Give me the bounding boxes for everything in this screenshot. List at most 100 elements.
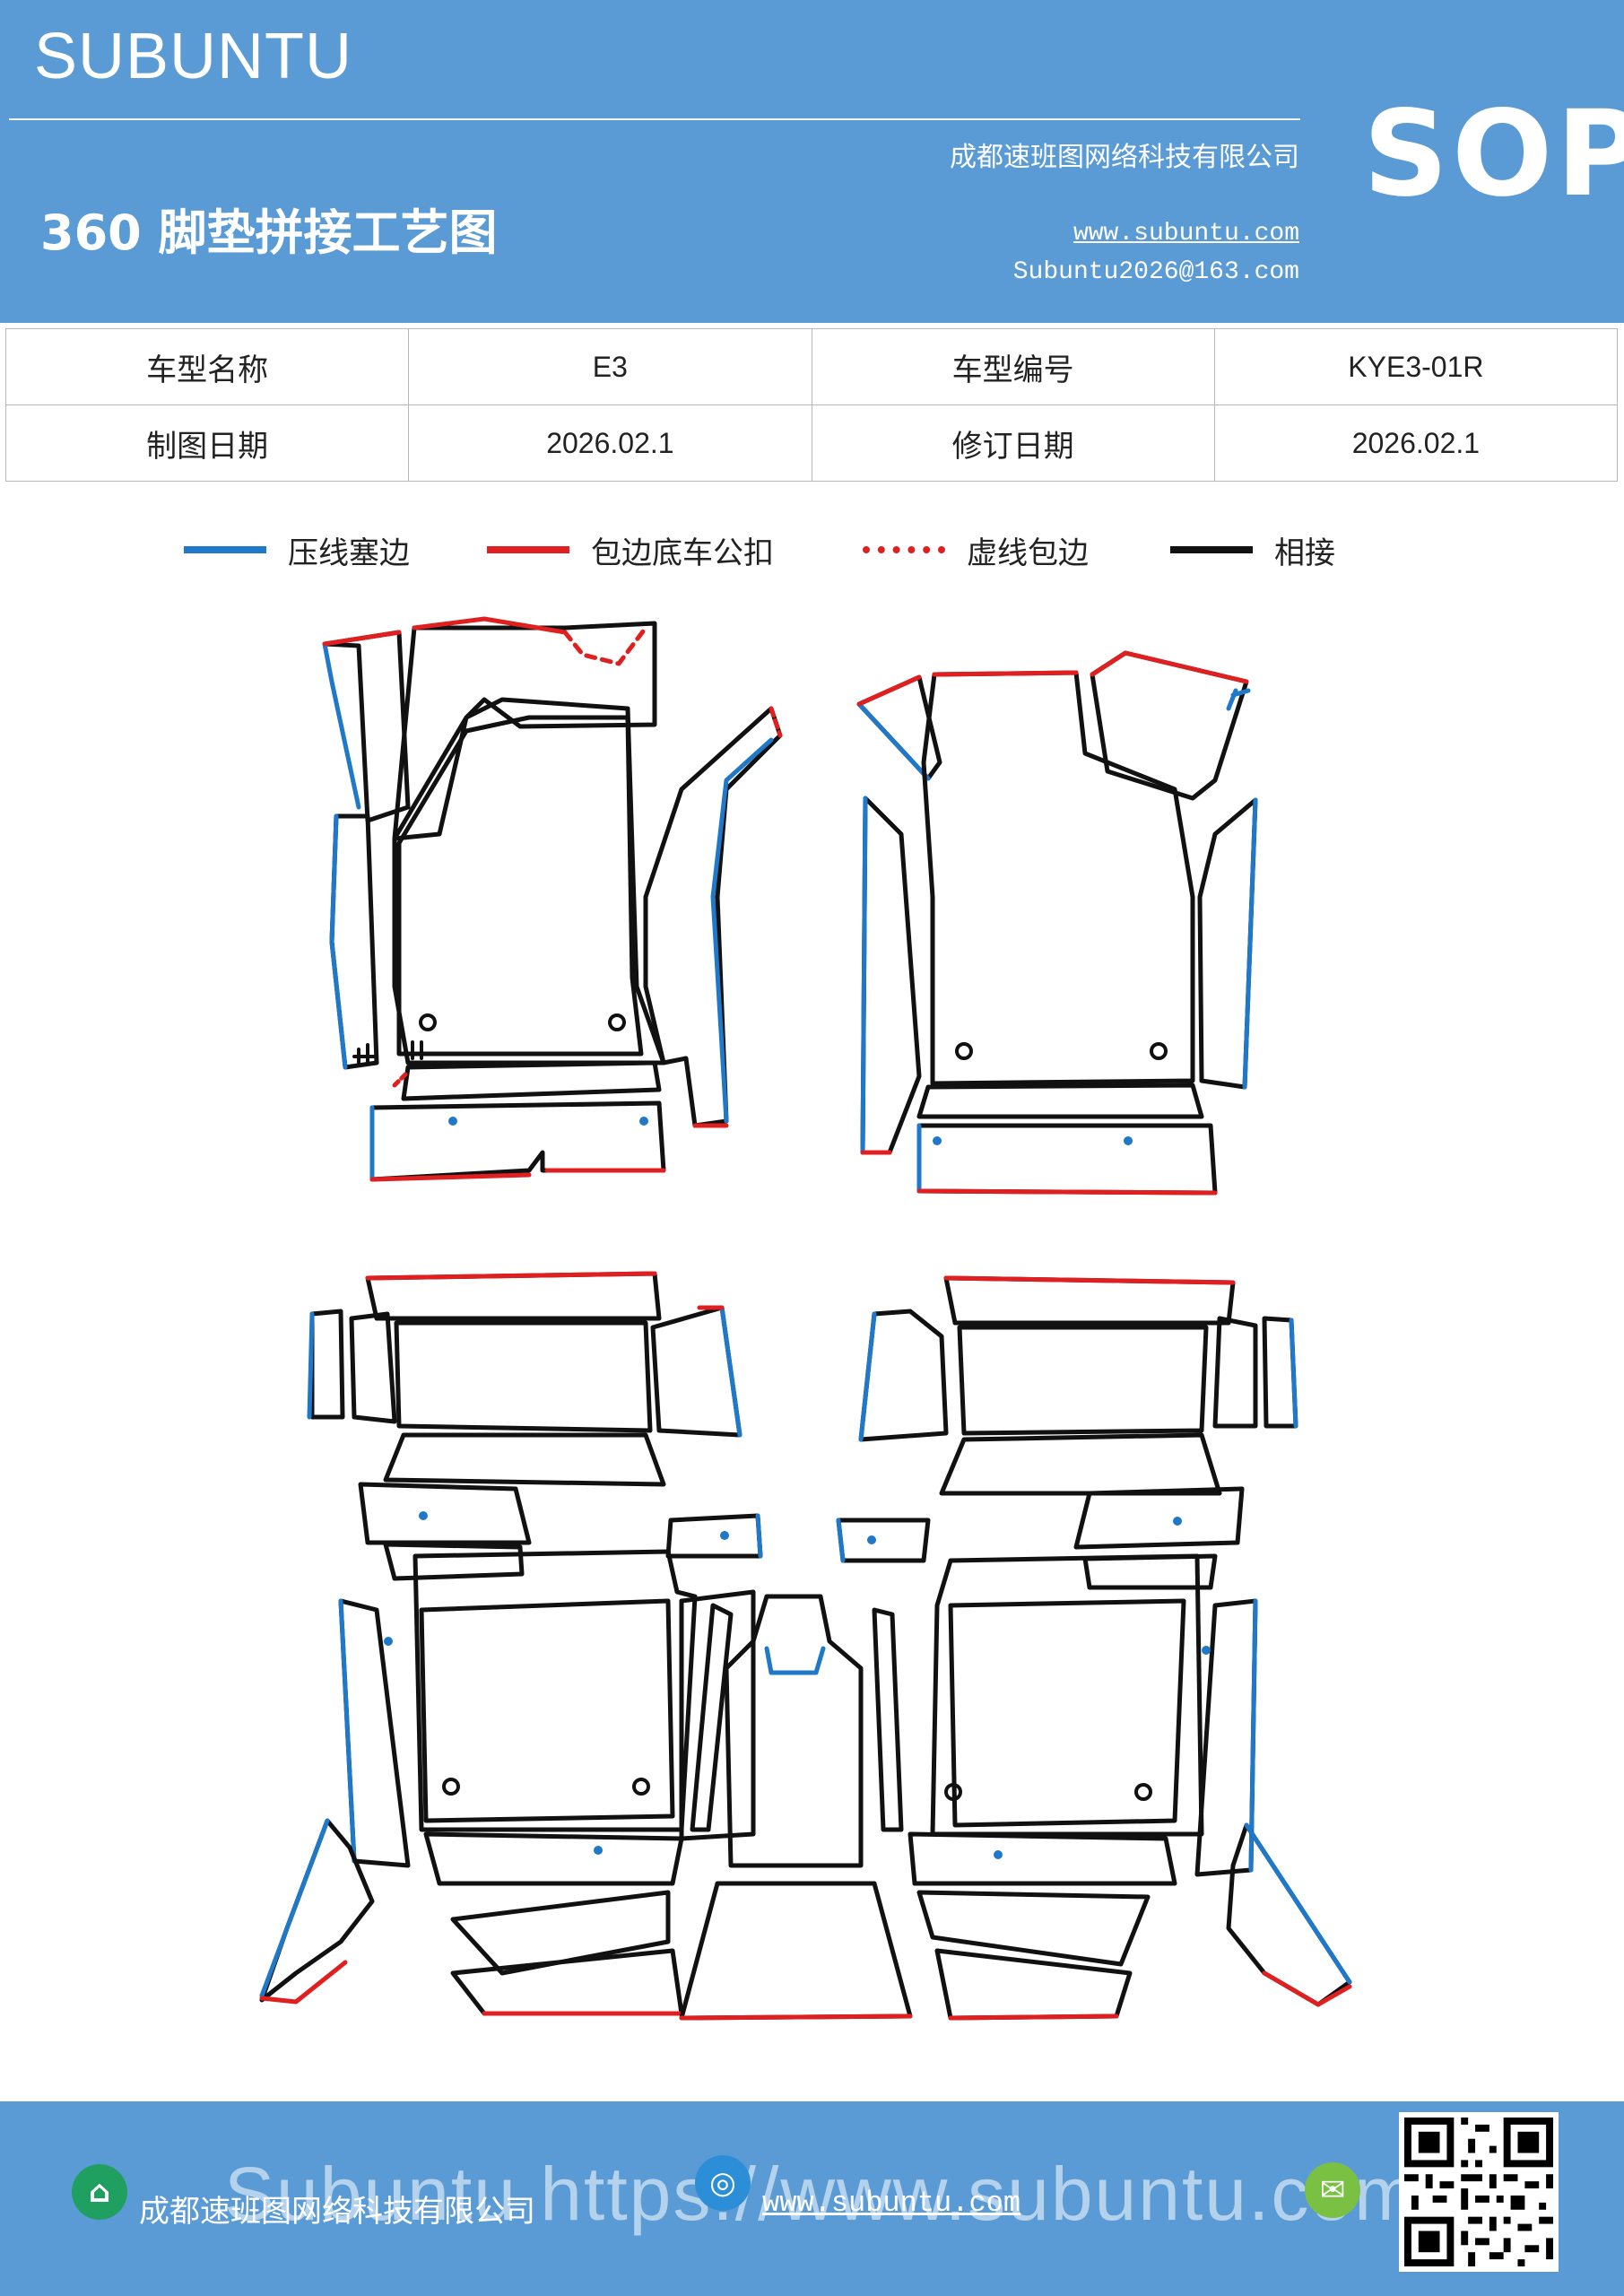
mat-piece (392, 621, 657, 841)
label-revision-date: 修订日期 (811, 404, 1215, 482)
legend-swatch (184, 546, 266, 553)
mat-edge-blue (307, 1311, 315, 1420)
mat-edge-blue (259, 1818, 330, 1998)
mat-edge-red (369, 1168, 666, 1182)
mat-hole (442, 1778, 460, 1796)
mat-dot (594, 1846, 603, 1855)
seam-marker (352, 1040, 430, 1065)
mat-edge-red (322, 630, 402, 647)
label-drawing-date: 制图日期 (4, 404, 410, 482)
mat-piece (369, 1100, 666, 1182)
mat-edge-red (365, 1271, 657, 1281)
line-legend: 压线塞边 包边底车公扣 虚线包边 相接 (0, 525, 1624, 578)
info-row: 制图日期 2026.02.1 修订日期 2026.02.1 (4, 404, 1619, 482)
mat-piece (921, 670, 1195, 1086)
mat-edge-blue (322, 641, 361, 810)
mat-edge-red (943, 1275, 1236, 1285)
mat-edge-red (259, 1960, 348, 2005)
mat-edge-dotted (562, 625, 648, 666)
mat-piece (392, 697, 666, 1065)
mat-edge-dotted (769, 706, 783, 738)
sop-badge: SOP (1363, 85, 1624, 223)
mat-group-front-right (856, 650, 1258, 1196)
globe-icon: ◎ (695, 2155, 751, 2211)
footer-banner: Subuntu https://www.subuntu.com ⌂ 成都速班图网… (0, 2101, 1624, 2296)
mat-dot (720, 1531, 729, 1540)
header-banner: SUBUNTU 360 脚垫拼接工艺图 成都速班图网络科技有限公司 www.su… (0, 0, 1624, 323)
mat-edge-blue (1244, 1822, 1352, 1985)
legend-item-red-edge: 包边底车公扣 (487, 525, 774, 575)
qr-code-pattern (1404, 2118, 1553, 2266)
value-drawing-date: 2026.02.1 (408, 404, 812, 482)
footer-website-link[interactable]: www.subuntu.com (762, 2187, 1021, 2220)
mat-edge-blue (338, 1598, 357, 1864)
mat-edge-red (1090, 650, 1249, 684)
mat-piece (908, 1831, 1177, 1886)
email-address: Subuntu2026@163.com (1012, 258, 1299, 286)
info-row: 车型名称 E3 车型编号 KYE3-01R (4, 328, 1619, 405)
value-model-code: KYE3-01R (1213, 328, 1619, 405)
mat-piece (423, 1831, 684, 1886)
mat-dot (639, 1117, 648, 1126)
mat-piece (643, 706, 783, 1128)
mat-hole (944, 1783, 962, 1801)
label-model-name: 车型名称 (4, 328, 410, 405)
mat-dot (994, 1850, 1003, 1859)
mat-edge-blue (719, 1305, 743, 1438)
legend-label: 压线塞边 (288, 535, 410, 571)
label-model-code: 车型编号 (811, 328, 1215, 405)
mat-piece (724, 1594, 864, 1868)
mat-piece (943, 1275, 1236, 1326)
mat-edge-blue (764, 1646, 826, 1675)
mat-piece (948, 1598, 1186, 1828)
mat-group-center (679, 1594, 913, 2021)
mat-dot (867, 1535, 876, 1544)
mat-piece (665, 1513, 763, 1559)
watermark-text: Subuntu https://www.subuntu.com (224, 2152, 1420, 2236)
mat-edge-blue (329, 813, 348, 1070)
mat-piece (679, 1881, 913, 2021)
mat-piece (690, 1603, 734, 1832)
mat-piece (450, 1890, 671, 1976)
mat-edge-dotted (392, 1069, 411, 1088)
mat-piece (916, 1890, 1151, 1967)
mat-edge-red (948, 2013, 1119, 2021)
mat-piece (383, 1542, 525, 1581)
mat-hole (419, 1013, 437, 1031)
legend-swatch (863, 546, 945, 553)
mat-edge-blue (1289, 1318, 1298, 1429)
mat-edge-blue (860, 796, 868, 1155)
mat-piece (329, 813, 379, 1070)
mat-edge-blue (710, 737, 774, 1124)
footer-company-name: 成都速班图网络科技有限公司 (139, 2194, 535, 2230)
qr-code (1399, 2112, 1559, 2272)
mat-edge-red (856, 674, 922, 707)
mat-group-front-left (322, 616, 783, 1182)
value-revision-date: 2026.02.1 (1213, 404, 1619, 482)
mat-group-rear-right (836, 1275, 1352, 2021)
mat-piece (394, 1320, 653, 1433)
mat-piece (930, 1553, 1204, 1837)
mat-hole (632, 1778, 650, 1796)
mat-piece (413, 1549, 698, 1832)
mat-edge-red (1262, 1970, 1352, 2007)
website-link[interactable]: www.subuntu.com (1073, 220, 1299, 248)
mat-piece (1194, 1598, 1258, 1877)
mat-hole (608, 1013, 626, 1031)
company-name: 成都速班图网络科技有限公司 (950, 142, 1299, 173)
mat-hole (1134, 1783, 1152, 1801)
mat-dot (1124, 1136, 1133, 1145)
legend-item-press-line: 压线塞边 (184, 525, 410, 575)
mat-piece (383, 1432, 666, 1487)
mat-piece (396, 715, 644, 1057)
mat-hole (1150, 1042, 1168, 1060)
vehicle-info-table: 车型名称 E3 车型编号 KYE3-01R 制图日期 2026.02.1 修订日… (4, 328, 1619, 482)
mat-piece (916, 1123, 1218, 1196)
mat-piece (322, 630, 411, 823)
mat-group-rear-left (259, 1271, 763, 2016)
mat-edge-blue (1226, 688, 1251, 711)
mat-piece (872, 1607, 904, 1832)
mat-hole (955, 1042, 973, 1060)
mat-edge-blue (1248, 1598, 1258, 1873)
mat-piece (836, 1518, 931, 1563)
